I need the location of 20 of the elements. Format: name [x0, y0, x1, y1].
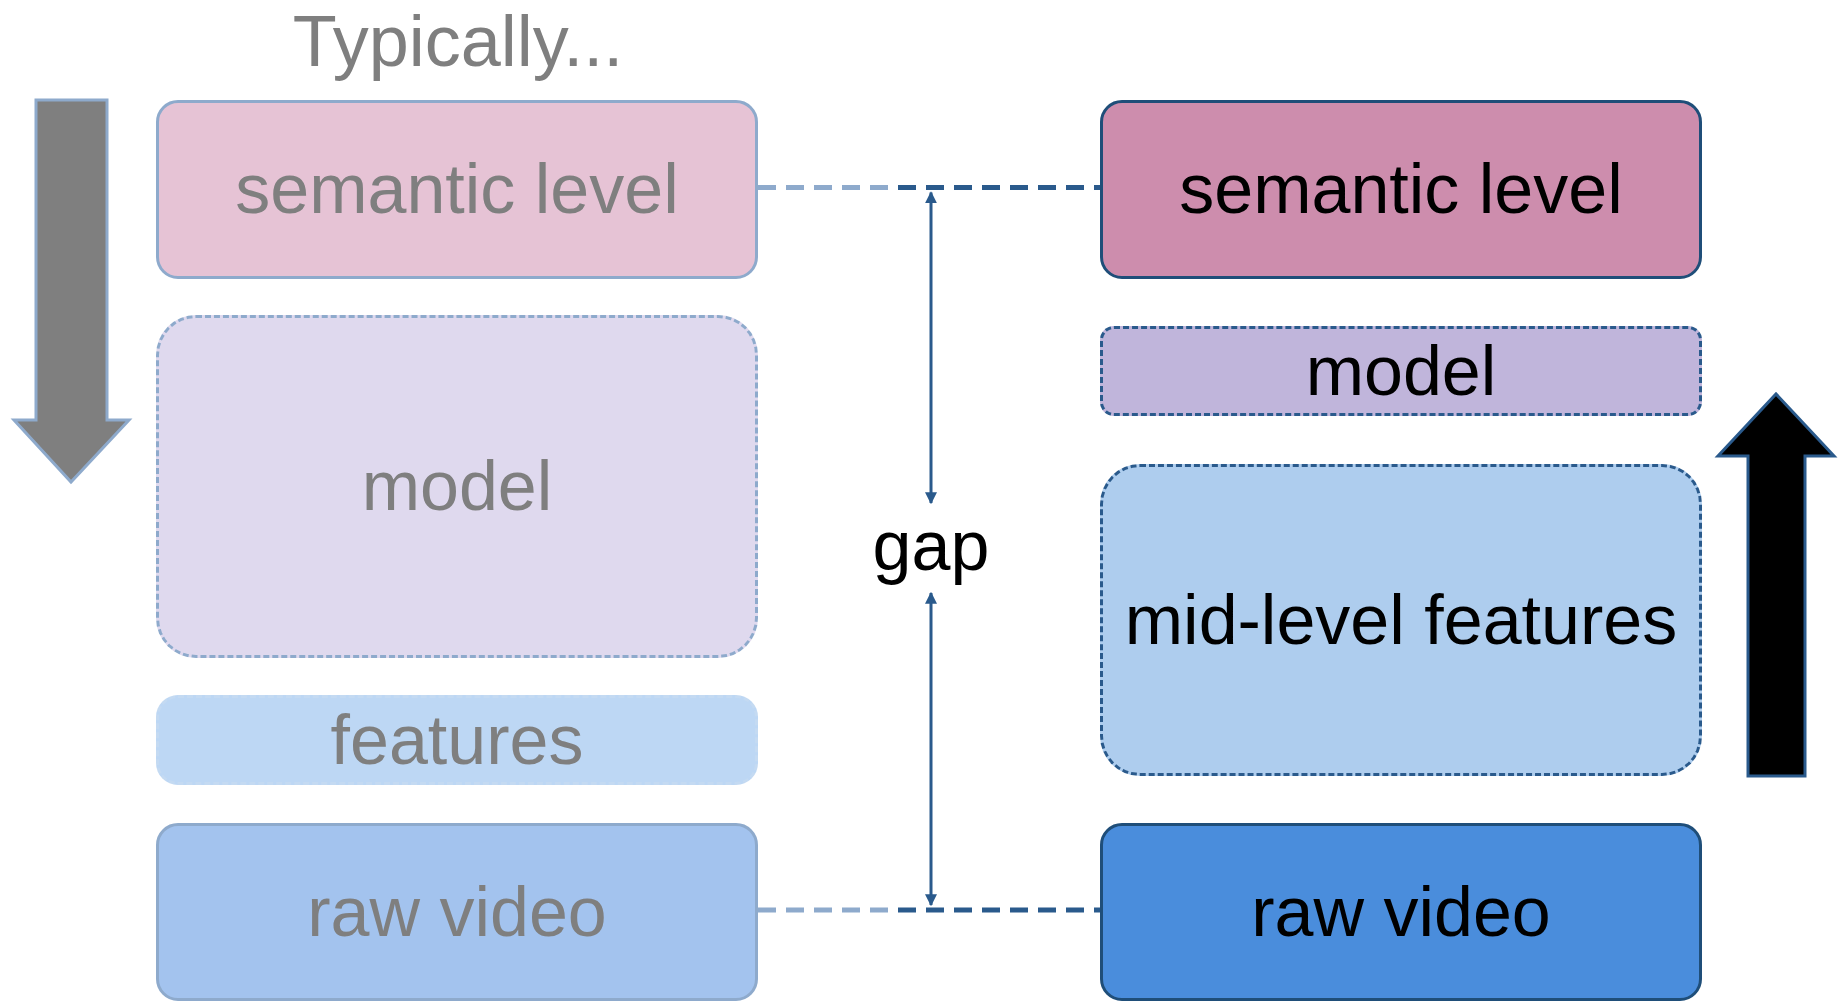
level-box — [1100, 464, 1702, 776]
level-box — [156, 315, 758, 658]
level-label: mid-level features — [1124, 581, 1678, 659]
level-label: semantic level — [235, 151, 679, 228]
connector-line — [758, 907, 1100, 913]
level-label: model — [1305, 332, 1497, 410]
level-box — [1100, 326, 1702, 416]
level-label: raw video — [1251, 873, 1551, 951]
level-box — [156, 823, 758, 1001]
level-box — [156, 100, 758, 279]
level-box — [156, 695, 758, 785]
level-label: semantic level — [1179, 151, 1623, 228]
gap-label: gap — [872, 506, 990, 586]
heading: Typically... — [292, 0, 624, 82]
level-box — [1100, 823, 1702, 1001]
level-label: raw video — [307, 873, 607, 951]
level-label: features — [330, 701, 584, 779]
level-box — [1100, 100, 1702, 279]
level-label: model — [361, 448, 553, 525]
connector-line — [758, 185, 1100, 190]
